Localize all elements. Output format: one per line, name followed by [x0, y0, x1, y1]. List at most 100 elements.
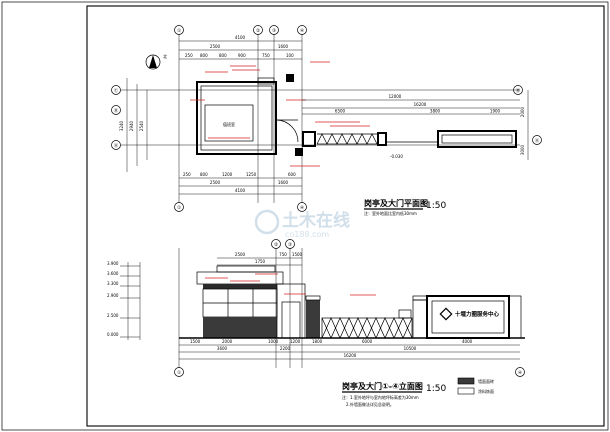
svg-text:2.500: 2.500: [107, 313, 119, 318]
svg-text:750: 750: [279, 252, 287, 257]
grid-bubble: ③: [288, 242, 292, 248]
elevation-note-2: 2.外墙面做法详见总说明。: [346, 401, 394, 407]
grid-bubble: ②: [274, 242, 278, 248]
gate-pier: [302, 131, 316, 147]
svg-text:2.900: 2.900: [107, 293, 119, 298]
grid-bubble: Ⓑ: [114, 107, 119, 114]
plan-dim-top-part: 250: [185, 53, 193, 58]
grid-bubble: ④: [300, 205, 304, 211]
svg-text:3.300: 3.300: [107, 281, 119, 286]
elevation-scale: 1:50: [426, 384, 446, 394]
legend-label: 墙面面砖: [478, 378, 494, 384]
plan-dim-top-part: 800: [200, 53, 208, 58]
svg-text:10500: 10500: [404, 346, 417, 351]
logo-icon: [439, 307, 453, 321]
grid-bubble: Ⓒ: [114, 87, 119, 94]
svg-text:4000: 4000: [462, 339, 473, 344]
svg-text:2200: 2200: [280, 346, 291, 351]
gate-post: [508, 295, 522, 339]
svg-text:3.900: 3.900: [107, 261, 119, 266]
svg-text:北: 北: [163, 53, 167, 59]
plan-dim-top-part: 800: [219, 53, 227, 58]
gate-post: [306, 300, 320, 338]
telescopic-gate: [321, 317, 413, 339]
booth-door: [281, 301, 301, 339]
plan-dim-top-sub-2: 1600: [278, 44, 289, 49]
plan-dim-left: 2540: [139, 120, 144, 131]
plan-view: 4100 2500 1600 250 800 800 900 750 100 ①…: [111, 25, 542, 216]
legend-label: 涂料饰面: [478, 388, 494, 394]
grid-bubble: ④: [518, 370, 522, 376]
booth-roof: [216, 265, 276, 273]
svg-text:1000: 1000: [268, 339, 279, 344]
svg-text:1200: 1200: [290, 339, 301, 344]
legend-swatch-paint: [457, 387, 475, 395]
elevation-title: 岗亭及大门①-④立面图: [342, 381, 423, 391]
grid-bubble: ②: [256, 28, 260, 34]
column: [286, 74, 294, 82]
grid-bubble: ①: [177, 370, 181, 376]
svg-text:1750: 1750: [255, 259, 266, 264]
north-arrow-icon: 北: [145, 53, 167, 70]
inner-border: [86, 5, 605, 427]
grid-bubble: ④: [300, 28, 304, 34]
svg-text:1800: 1800: [312, 339, 323, 344]
svg-text:6000: 6000: [362, 339, 373, 344]
plan-scale: 1:50: [426, 201, 446, 211]
svg-text:3.600: 3.600: [107, 271, 119, 276]
svg-text:2500: 2500: [210, 180, 221, 185]
plan-dim-top-part: 900: [238, 53, 246, 58]
gate-pier: [377, 132, 387, 146]
svg-text:600: 600: [288, 172, 296, 177]
door-swing: [275, 119, 299, 143]
svg-text:4100: 4100: [235, 188, 246, 193]
svg-text:1900: 1900: [490, 109, 501, 114]
sign-text: 十堰力圈服务中心: [455, 310, 500, 318]
grid-bubble: Ⓐ: [114, 142, 119, 149]
plan-span: 12000: [389, 94, 402, 99]
svg-text:1600: 1600: [278, 180, 289, 185]
grid-bubble: ③: [272, 28, 276, 34]
plan-dim-top-part: 750: [262, 53, 270, 58]
svg-text:250: 250: [183, 172, 191, 177]
booth-inner-room: [204, 104, 254, 142]
elevation-view: ② ③ ① ④ 2500 750 1500 1750 3.900 3.600 3…: [107, 239, 525, 407]
svg-text:1500: 1500: [292, 252, 303, 257]
svg-text:3000: 3000: [520, 144, 525, 155]
plan-title: 岗亭及大门平面图: [364, 198, 428, 208]
svg-text:1250: 1250: [246, 172, 257, 177]
booth-wall: [196, 81, 277, 155]
plan-dim-top-part: 100: [286, 53, 294, 58]
watermark: 土木在线 co188.com: [254, 209, 350, 239]
plan-dim-top-total: 4100: [235, 35, 246, 40]
svg-text:0.000: 0.000: [107, 332, 119, 337]
svg-text:16200: 16200: [344, 353, 357, 358]
grid-bubble: Ⓐ: [535, 137, 540, 144]
svg-text:2000: 2000: [222, 339, 233, 344]
grid-bubble: Ⓑ: [516, 87, 521, 94]
svg-text:2000: 2000: [520, 106, 525, 117]
grid-bubble: ①: [177, 28, 181, 34]
svg-text:3800: 3800: [430, 109, 441, 114]
svg-text:6500: 6500: [335, 109, 346, 114]
legend-swatch-tile: [457, 377, 475, 385]
svg-text:1500: 1500: [190, 339, 201, 344]
grid-bubble: ①: [177, 205, 181, 211]
svg-text:2500: 2500: [235, 252, 246, 257]
sliding-gate: [316, 133, 378, 145]
plan-level: -0.030: [390, 154, 403, 159]
level-marks: 3.900 3.600 3.300 2.900 2.500 0.000: [107, 261, 141, 340]
elevation-note-1: 注：1.室外地坪与室内地坪标高差为30mm: [342, 394, 419, 400]
plan-room-label: 值班室: [223, 121, 235, 127]
svg-text:3600: 3600: [217, 346, 228, 351]
material-legend: 墙面面砖 涂料饰面: [457, 377, 494, 395]
plan-note: 注：室外地面比室内低30mm: [364, 210, 417, 216]
plan-dim-left: 2940: [129, 120, 134, 131]
booth-tile-base: [203, 317, 277, 338]
booth-fascia: [203, 284, 277, 289]
plan-dim-left: 3240: [119, 120, 124, 131]
gate-post: [412, 299, 428, 339]
